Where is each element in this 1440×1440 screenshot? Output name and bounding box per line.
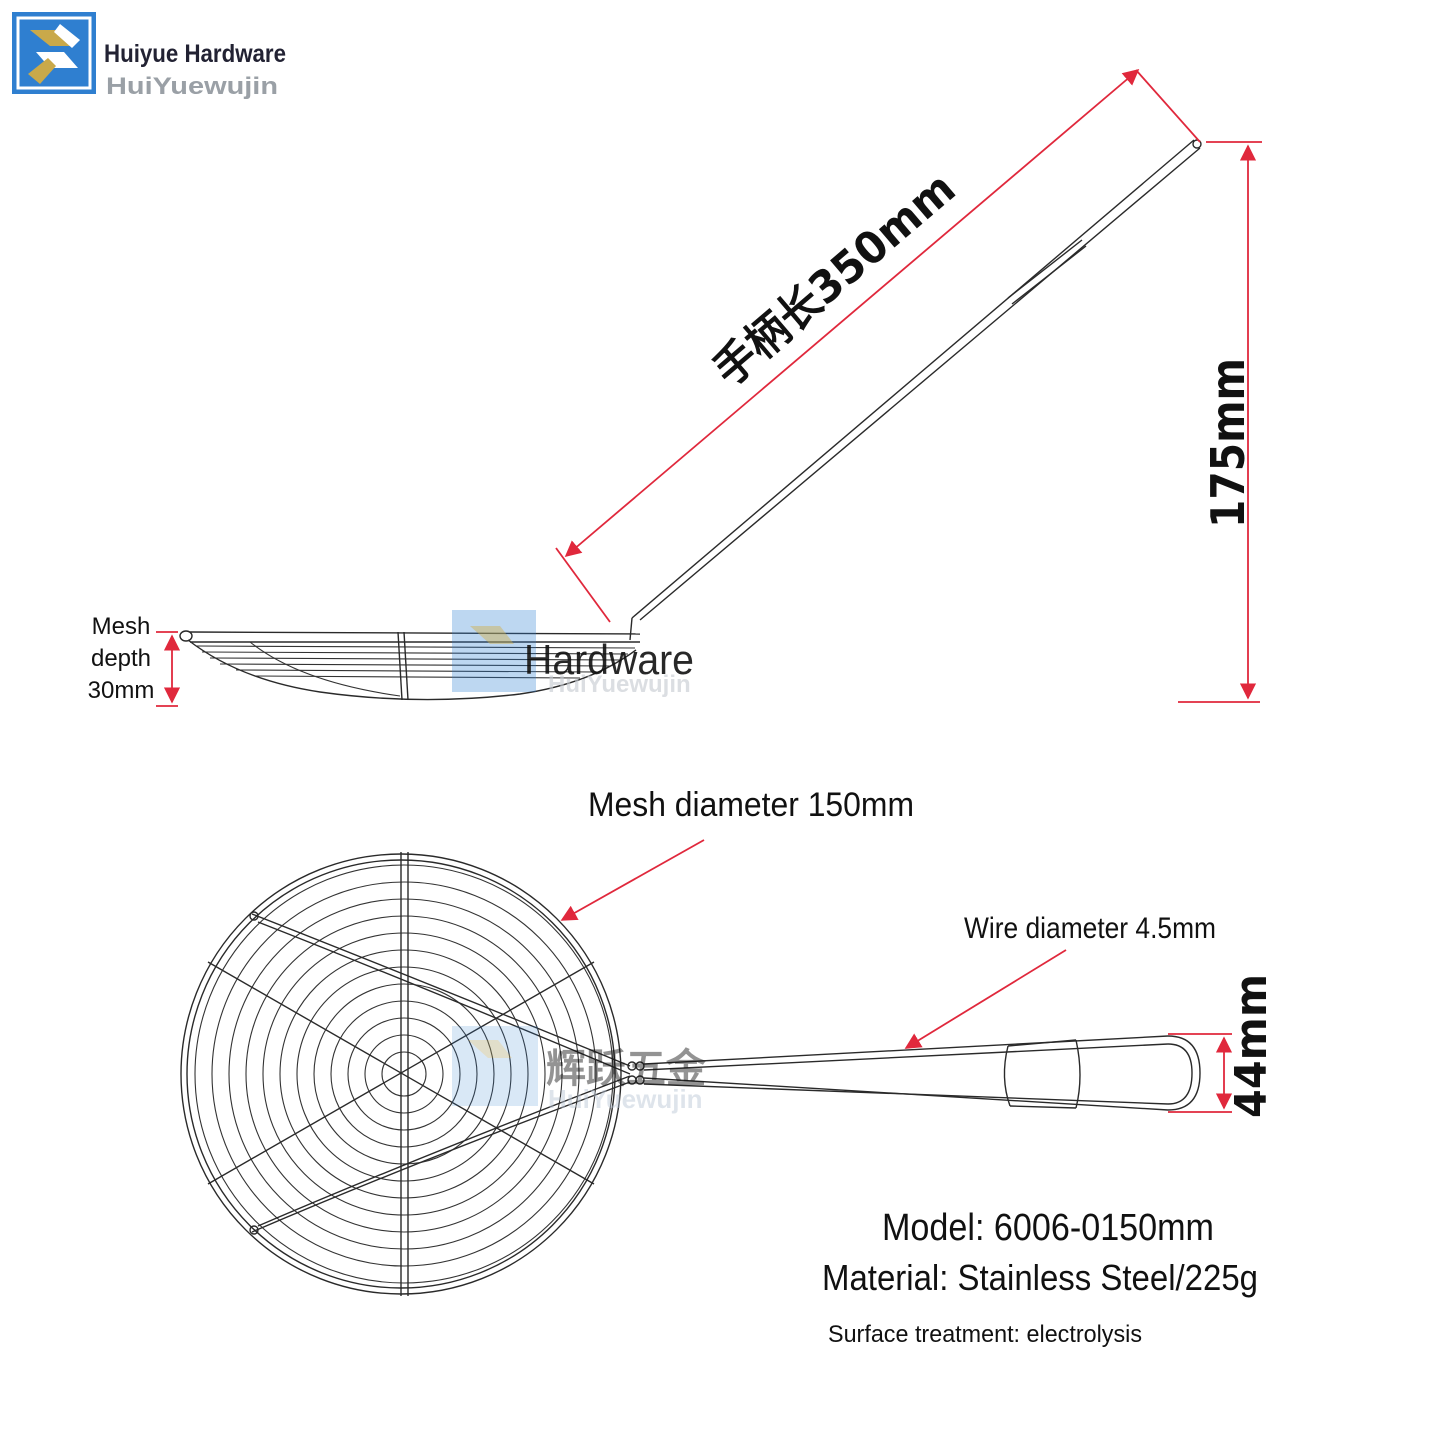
center-watermark: Hardware HuiYuewujin	[452, 610, 694, 698]
height-label: 175mm	[1201, 358, 1255, 528]
brand-pinyin: HuiYuewujin	[106, 73, 278, 100]
surface-text: Surface treatment: electrolysis	[828, 1321, 1142, 1348]
spec-block: Model: 6006-0150mm Material: Stainless S…	[822, 1207, 1258, 1348]
brand-logo: Huiyue Hardware HuiYuewujin	[12, 12, 286, 100]
mesh-ring	[262, 932, 546, 1216]
mesh-ring	[228, 898, 580, 1250]
mesh-depth-label-line1: Mesh	[92, 613, 151, 640]
watermark-chinese: 辉跃五金	[546, 1046, 707, 1092]
side-view-drawing	[179, 139, 1202, 701]
mesh-ring	[313, 983, 495, 1165]
mesh-ring	[279, 949, 529, 1199]
mesh-ring	[347, 1017, 461, 1131]
handle-length-label: 手柄长350mm	[704, 163, 965, 397]
handle-width-label: 44mm	[1226, 974, 1277, 1118]
wire-diameter-leader	[904, 949, 1067, 1049]
mesh-ring	[296, 966, 512, 1182]
mesh-diameter-leader	[560, 839, 705, 921]
mesh-ring	[211, 881, 597, 1267]
wire-diameter-label: Wire diameter 4.5mm	[964, 912, 1216, 945]
brand-name: Huiyue Hardware	[104, 40, 286, 68]
lower-watermark: 辉跃五金 HuiYuewujin	[452, 1026, 707, 1114]
mesh-rings	[194, 864, 614, 1284]
handle-width-dimension: 44mm	[1168, 974, 1277, 1118]
mesh-ring	[245, 915, 563, 1233]
watermark-pinyin-lower: HuiYuewujin	[548, 1084, 703, 1114]
mesh-ring	[381, 1051, 427, 1097]
mesh-ring	[330, 1000, 478, 1148]
mesh-depth-label-line2: depth	[91, 645, 151, 672]
mesh-diameter-label: Mesh diameter 150mm	[588, 786, 914, 824]
huiyue-logo-icon	[12, 12, 96, 94]
watermark-hardware: Hardware	[524, 636, 694, 683]
material-text: Material: Stainless Steel/225g	[822, 1257, 1258, 1298]
top-view-drawing	[180, 852, 1201, 1296]
handle-length-dimension: 手柄长350mm	[555, 68, 1201, 623]
mesh-ring	[364, 1034, 444, 1114]
mesh-ring	[194, 864, 614, 1284]
mesh-depth-dimension: Mesh depth 30mm	[88, 613, 181, 707]
mesh-depth-label-line3: 30mm	[88, 677, 155, 704]
model-text: Model: 6006-0150mm	[882, 1207, 1214, 1249]
watermark-pinyin: HuiYuewujin	[548, 671, 691, 698]
height-dimension: 175mm	[1178, 141, 1262, 703]
